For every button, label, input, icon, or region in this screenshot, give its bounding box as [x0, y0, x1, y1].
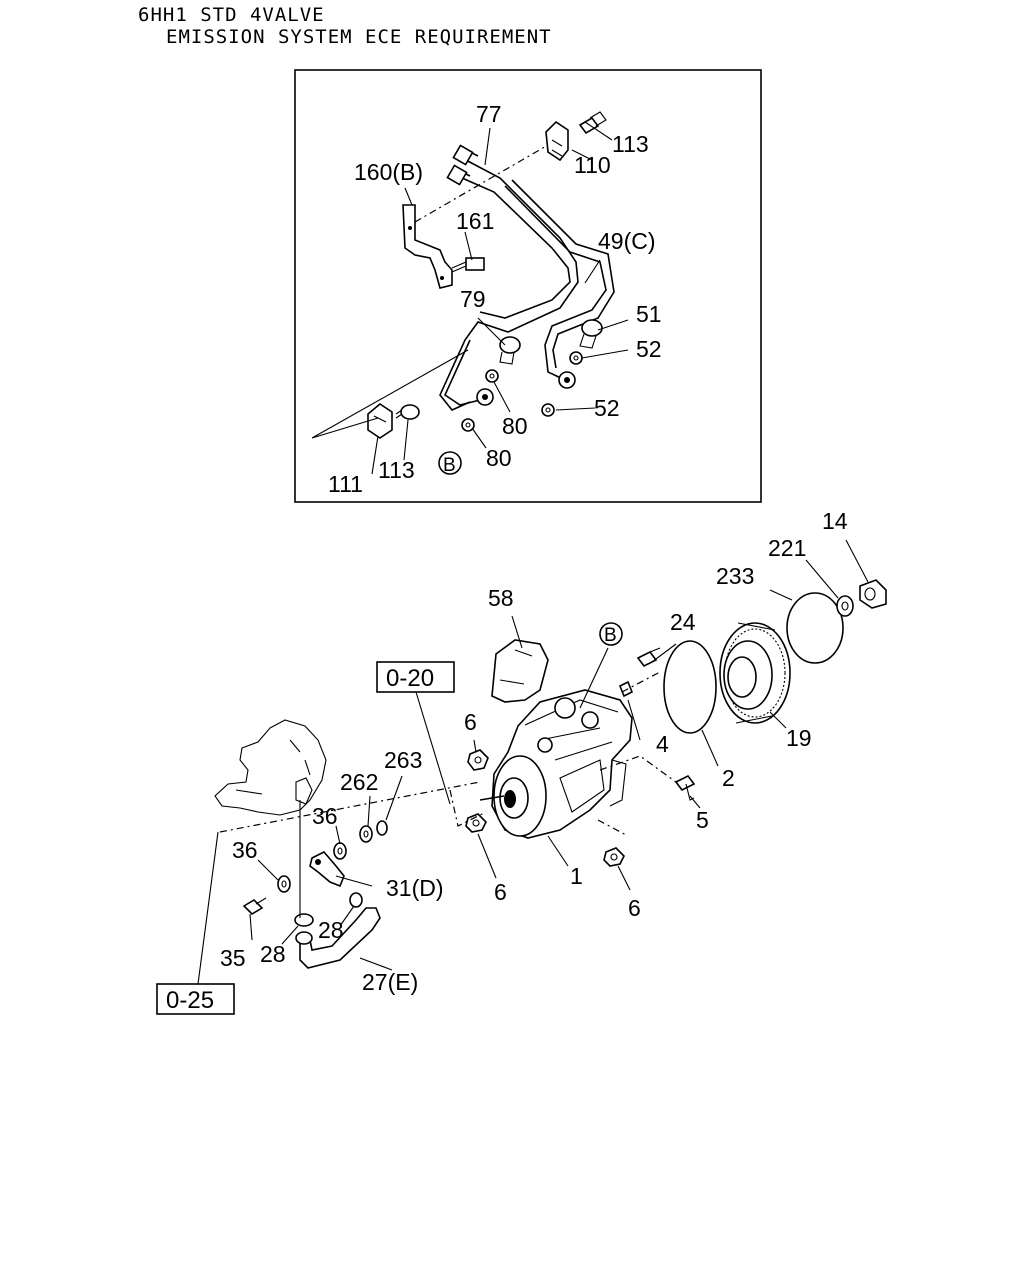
ref-box-0-25[interactable] — [156, 983, 235, 1015]
bracket-160b — [402, 204, 453, 289]
label-27e: 27(E) — [362, 969, 418, 995]
fuel-pipe-49c — [504, 179, 615, 389]
ref-box-0-20[interactable] — [376, 661, 455, 693]
label-28-right: 28 — [318, 917, 344, 943]
label-160b: 160(B) — [354, 159, 423, 185]
label-52-top: 52 — [636, 336, 662, 362]
ref-0-20[interactable]: 0-20 — [386, 665, 434, 692]
washer-221 — [836, 595, 854, 617]
header-line-2: EMISSION SYSTEM ECE REQUIREMENT — [166, 26, 552, 48]
callout-circle-b-main — [599, 622, 623, 646]
engine-block-outline — [214, 719, 327, 816]
nut-6-right — [603, 847, 625, 867]
label-113-top: 113 — [612, 131, 649, 157]
header-line-1: 6HH1 STD 4VALVE — [138, 4, 325, 26]
fuel-pump-1 — [479, 689, 633, 839]
bolt-161 — [451, 257, 485, 273]
clamp-110 — [545, 120, 569, 162]
key-4 — [618, 680, 634, 698]
fuel-pipe-77 — [439, 144, 579, 411]
bolt-113-lower — [395, 404, 420, 420]
bolt-51 — [579, 319, 603, 349]
label-6-lower: 6 — [494, 879, 507, 905]
detail-frame — [294, 69, 762, 503]
label-49c: 49(C) — [598, 228, 656, 254]
label-111: 111 — [328, 471, 363, 497]
washer-36-lower — [277, 875, 291, 893]
label-4: 4 — [656, 731, 669, 757]
hose-end — [295, 931, 313, 945]
label-113-lower: 113 — [378, 457, 415, 483]
washer-80-bottom — [461, 418, 475, 432]
nut-6-lower — [465, 813, 487, 833]
oring-263 — [376, 820, 388, 836]
washer-52-bottom — [541, 403, 555, 417]
nut-6-upper — [467, 749, 489, 771]
label-263: 263 — [384, 747, 422, 773]
label-161: 161 — [456, 208, 494, 234]
label-1: 1 — [570, 863, 583, 889]
label-80-bottom: 80 — [486, 445, 512, 471]
label-51: 51 — [636, 301, 662, 327]
washer-52-top — [569, 351, 583, 365]
label-14: 14 — [822, 508, 848, 534]
label-79: 79 — [460, 286, 486, 312]
clamp-111 — [367, 403, 393, 439]
callout-b-detail-text: B — [443, 455, 456, 476]
bolt-79 — [499, 336, 521, 365]
label-2: 2 — [722, 765, 735, 791]
label-58: 58 — [488, 585, 514, 611]
oring-233 — [786, 592, 844, 664]
label-28-left: 28 — [260, 941, 286, 967]
bolt-35 — [242, 897, 267, 916]
detail-box: 77 113 110 160(B) 161 49(C) 79 51 52 52 … — [294, 69, 762, 503]
main-assembly: 0-20 0-25 14 221 233 58 24 B 6 263 262 4… — [156, 508, 887, 1015]
gear-19 — [719, 622, 791, 724]
label-6-right: 6 — [628, 895, 641, 921]
callout-b-main-text: B — [604, 625, 617, 646]
fuel-pipe-lower — [443, 339, 494, 406]
label-36-upper: 36 — [312, 803, 338, 829]
label-262: 262 — [340, 769, 378, 795]
label-52-bottom: 52 — [594, 395, 620, 421]
convergence-lines — [311, 349, 469, 439]
nut-14 — [859, 579, 887, 609]
bolt-113-top — [578, 111, 607, 135]
washer-80-top — [485, 369, 499, 383]
label-6-upper: 6 — [464, 709, 477, 735]
hose-27e — [295, 907, 381, 969]
dashlines-misc — [597, 671, 677, 837]
label-80-top: 80 — [502, 413, 528, 439]
clip-28-left — [294, 913, 314, 927]
seal-262 — [359, 825, 373, 843]
callout-circle-b-detail — [438, 451, 462, 475]
fitting-31d — [309, 851, 345, 888]
label-19: 19 — [786, 725, 812, 751]
clip-28-right — [349, 892, 363, 908]
label-31d: 31(D) — [386, 875, 444, 901]
bracket-58 — [491, 639, 549, 703]
label-35: 35 — [220, 945, 246, 971]
label-5: 5 — [696, 807, 709, 833]
ref-0-25[interactable]: 0-25 — [166, 987, 214, 1014]
bolt-24 — [636, 647, 661, 668]
label-221: 221 — [768, 535, 806, 561]
label-233: 233 — [716, 563, 754, 589]
bolt-5 — [674, 774, 696, 801]
dashline-key — [449, 789, 487, 827]
washer-36-upper — [333, 842, 347, 860]
label-36-lower: 36 — [232, 837, 258, 863]
label-77: 77 — [476, 101, 502, 127]
label-24: 24 — [670, 609, 696, 635]
oring-2 — [663, 640, 717, 734]
label-110: 110 — [574, 152, 611, 178]
